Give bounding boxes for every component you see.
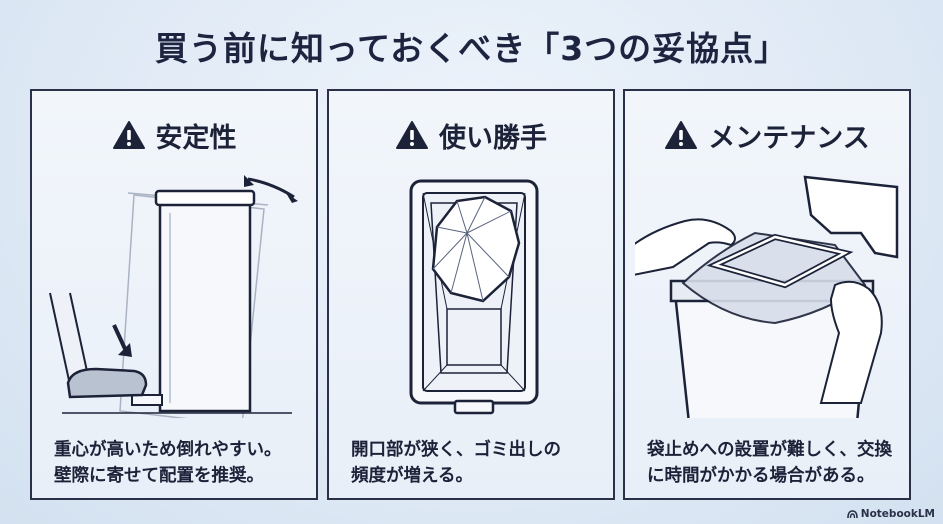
panel-title: 安定性: [155, 122, 237, 154]
warning-icon: [665, 121, 698, 149]
panel-description: 開口部が狭く、ゴミ出しの 頻度が増える。: [351, 437, 599, 489]
page-title: 買う前に知っておくべき「3つの妥協点」: [154, 29, 789, 68]
notebooklm-logo-icon: [846, 509, 858, 518]
tilting-bin-illustration: [49, 175, 298, 418]
narrow-opening-illustration: [409, 179, 539, 415]
panel-header: 使い勝手: [329, 115, 613, 155]
panel-header: 安定性: [32, 115, 316, 155]
brand-watermark: NotebookLM: [846, 508, 935, 520]
panel-description: 重心が高いため倒れやすい。 壁際に寄せて配置を推奨。: [54, 437, 302, 489]
panel-usability: 使い勝手 開口部が狭く、ゴミ出しの 頻度が増える。: [327, 89, 615, 500]
panel-description: 袋止めへの設置が難しく、交換 に時間がかかる場合がある。: [647, 437, 895, 489]
panel-title: メンテナンス: [708, 122, 870, 154]
description-line: に時間がかかる場合がある。: [647, 466, 875, 486]
description-line: 開口部が狭く、ゴミ出しの: [351, 440, 561, 460]
description-line: 重心が高いため倒れやすい。: [54, 440, 282, 460]
panel-maintenance: メンテナンス 袋止めへの設置が難しく、交換 に時間がかかる場合がある。: [623, 89, 911, 500]
description-line: 頻度が増える。: [351, 466, 473, 486]
warning-icon: [396, 121, 428, 149]
description-line: 袋止めへの設置が難しく、交換: [647, 440, 892, 460]
warning-icon: [112, 121, 145, 149]
bag-installation-illustration: [635, 175, 899, 418]
panel-header: メンテナンス: [625, 115, 909, 155]
description-line: 壁際に寄せて配置を推奨。: [54, 466, 264, 486]
panel-title: 使い勝手: [439, 122, 547, 154]
brand-label: NotebookLM: [860, 508, 935, 520]
panel-stability: 安定性 重心が高いため倒れやすい。 壁際に寄せて配置を推奨。: [30, 89, 318, 500]
